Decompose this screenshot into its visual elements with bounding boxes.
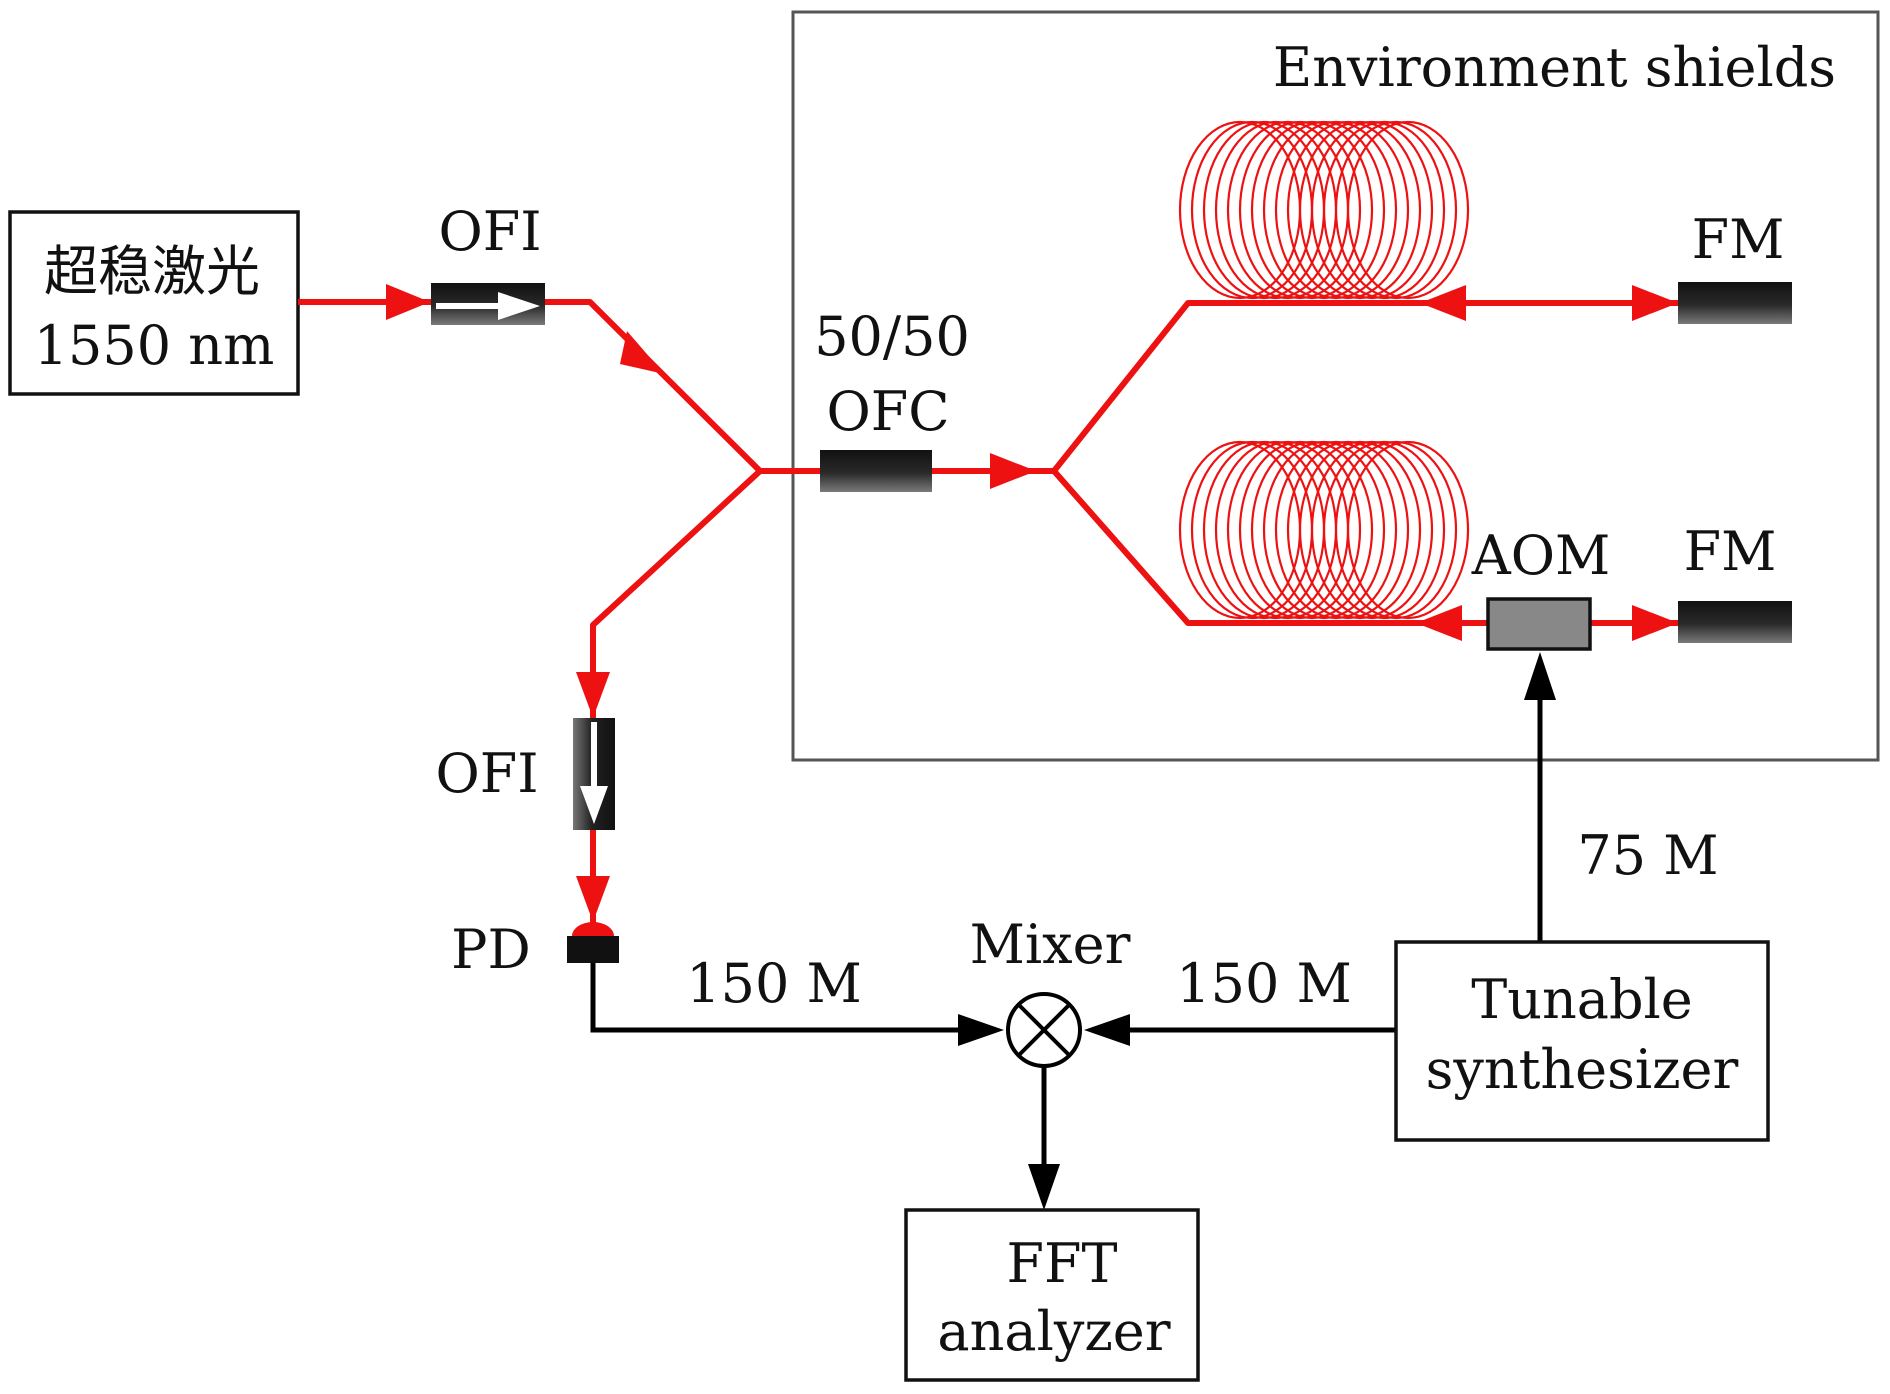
faraday-mirror-bottom	[1678, 601, 1792, 643]
fiber-branch-top	[1051, 300, 1700, 473]
ofc-label: OFC	[826, 380, 949, 443]
ofi-bottom-label: OFI	[435, 742, 538, 805]
synth-label-line1: Tunable	[1471, 968, 1693, 1031]
fm-top-label: FM	[1692, 208, 1785, 271]
aom-modulator	[1486, 597, 1592, 651]
aom-frequency: 75 M	[1577, 824, 1718, 887]
coupler-ratio: 50/50	[814, 305, 970, 368]
fiber-arrow	[1632, 285, 1678, 321]
fiber-branch-bottom	[1051, 469, 1488, 626]
wire-arrow	[1084, 1014, 1130, 1046]
tunable-synthesizer-box	[1394, 940, 1770, 1142]
fiber-arrow-back	[1420, 285, 1466, 321]
fft-label-line2: analyzer	[937, 1300, 1170, 1363]
wire-pd-mixer	[590, 963, 960, 1033]
fiber-arrow	[1632, 605, 1678, 641]
synth-label-line2: synthesizer	[1426, 1038, 1739, 1101]
fiber-arrow	[990, 453, 1036, 489]
fiber-arrow	[576, 672, 610, 718]
pd-label: PD	[451, 918, 531, 981]
ofi-arrowhead-icon	[580, 786, 608, 824]
environment-shield-box	[791, 10, 1880, 762]
laser-wavelength: 1550 nm	[34, 314, 275, 377]
mixer-symbol	[1006, 992, 1082, 1068]
mixer-label: Mixer	[970, 913, 1131, 976]
fiber-arrow	[620, 331, 664, 374]
fft-label-line1: FFT	[1007, 1232, 1118, 1295]
synth-frequency: 150 M	[1176, 952, 1352, 1015]
laser-label: 超稳激光	[44, 240, 260, 303]
fm-bottom-label: FM	[1684, 520, 1777, 583]
fiber-coil-top	[1178, 120, 1470, 300]
ofi-top-label: OFI	[438, 200, 541, 263]
fft-analyzer-box	[904, 1208, 1200, 1382]
shield-label: Environment shields	[1273, 36, 1836, 99]
fiber-arrow-back	[1416, 605, 1462, 641]
ofi-arrowhead-icon	[498, 292, 540, 320]
laser-source-box	[8, 210, 300, 396]
aom-label: AOM	[1471, 524, 1611, 587]
ofc-coupler	[820, 450, 932, 492]
fiber-ofi-coupler	[545, 299, 763, 474]
fiber-coil-bottom	[1178, 440, 1470, 620]
photodetector-dome	[572, 922, 614, 936]
fiber-arrow	[576, 876, 610, 922]
faraday-mirror-top	[1678, 282, 1792, 324]
pd-frequency: 150 M	[686, 952, 862, 1015]
photodetector	[567, 936, 619, 963]
fiber-arrow	[386, 284, 430, 320]
fiber-junction-pd	[590, 468, 763, 720]
wire-arrow	[1028, 1164, 1060, 1210]
wire-arrow	[1524, 652, 1556, 700]
wire-arrow	[958, 1014, 1004, 1046]
